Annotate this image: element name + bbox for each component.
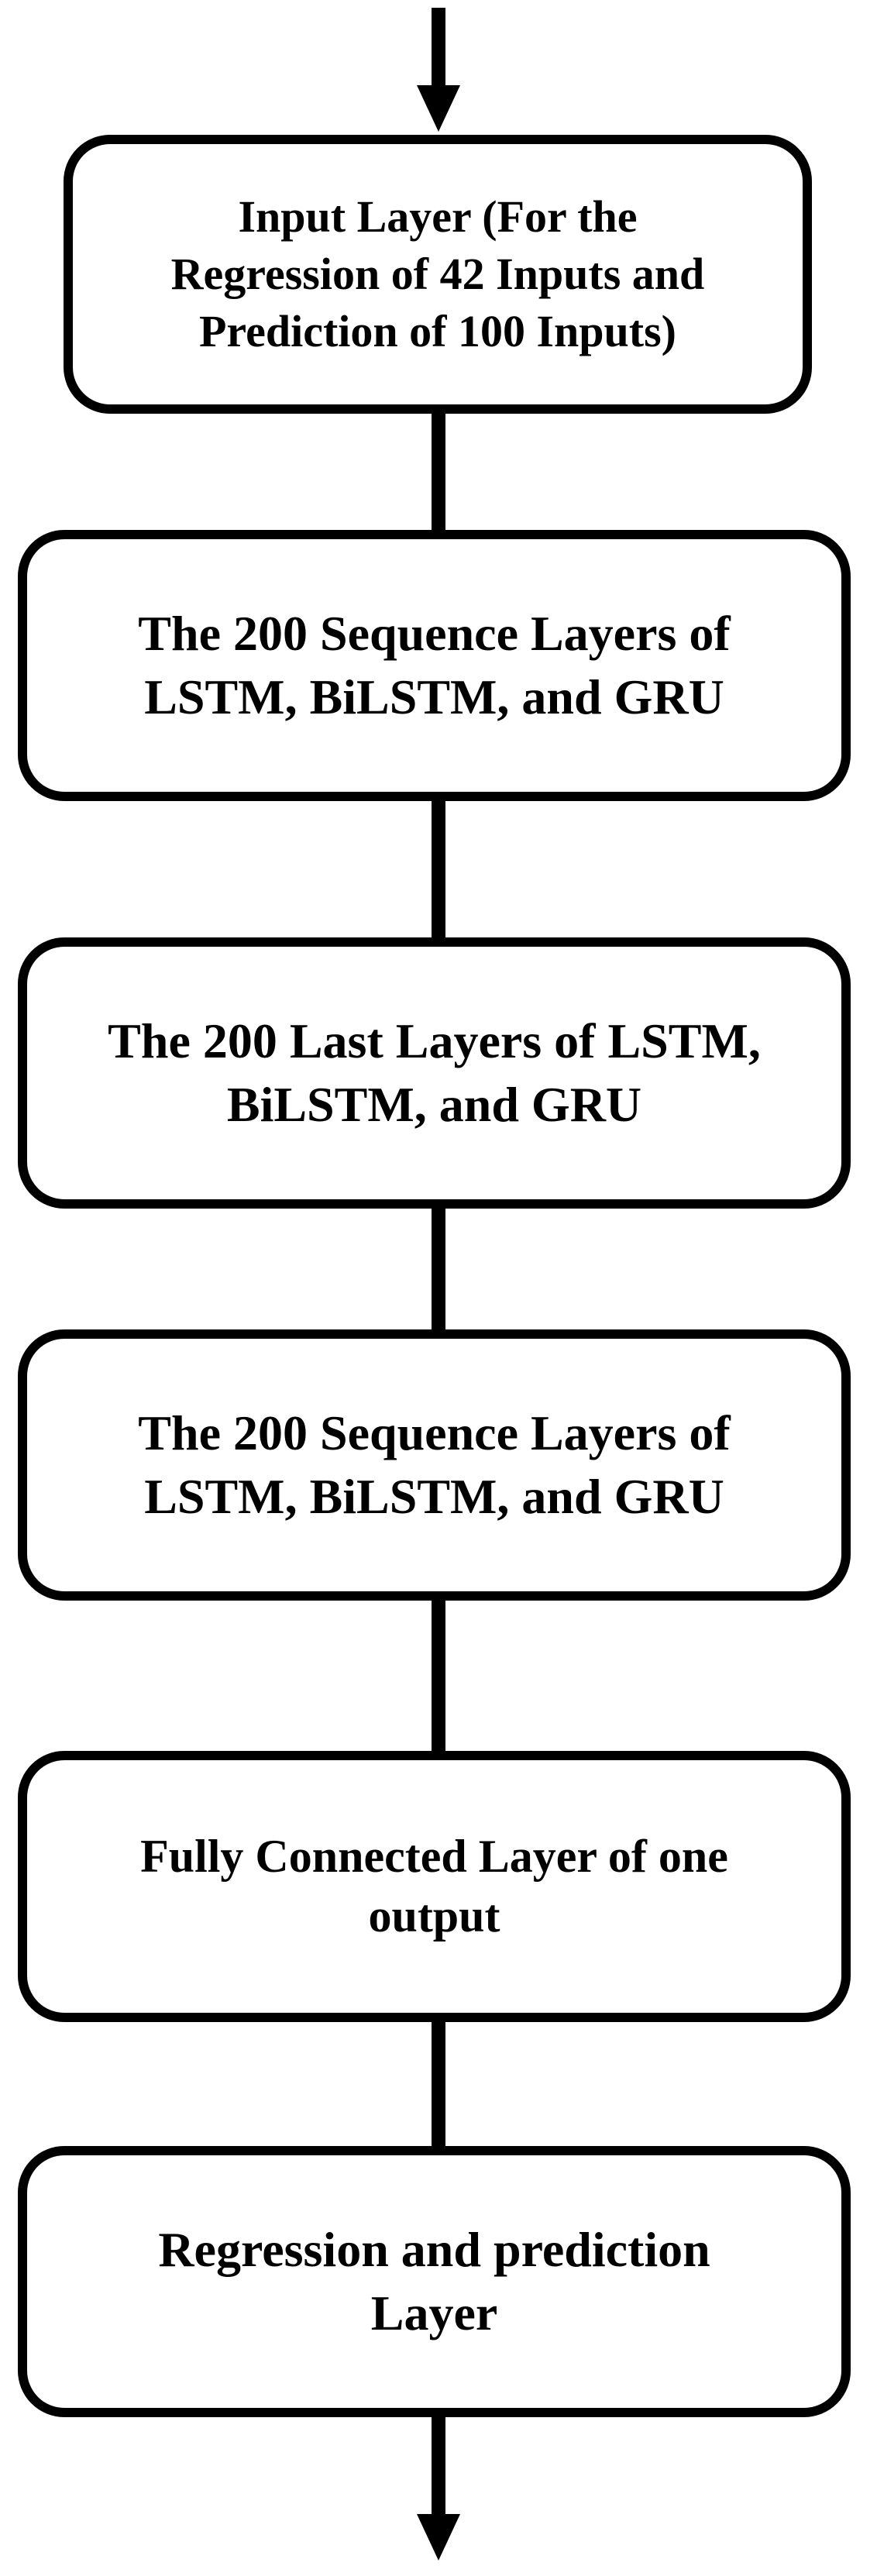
last-layers-box: The 200 Last Layers of LSTM, BiLSTM, and… — [18, 937, 851, 1209]
fully-connected-layer-label: Fully Connected Layer of one output — [140, 1831, 728, 1941]
sequence-layers-label-1: The 200 Sequence Layers of LSTM, BiLSTM,… — [138, 606, 731, 724]
sequence-layers-label-2: The 200 Sequence Layers of LSTM, BiLSTM,… — [138, 1405, 731, 1524]
exit-arrow-head — [417, 2514, 460, 2561]
regression-prediction-layer-box: Regression and prediction Layer — [18, 2146, 851, 2417]
regression-prediction-layer-label: Regression and prediction Layer — [158, 2222, 710, 2340]
input-layer-box: Input Layer (For the Regression of 42 In… — [64, 135, 812, 414]
input-layer-label: Input Layer (For the Regression of 42 In… — [170, 191, 705, 357]
entry-arrow-head — [417, 85, 460, 132]
sequence-layers-box-2: The 200 Sequence Layers of LSTM, BiLSTM,… — [18, 1329, 851, 1601]
fully-connected-layer-box: Fully Connected Layer of one output — [18, 1751, 851, 2022]
sequence-layers-box-1: The 200 Sequence Layers of LSTM, BiLSTM,… — [18, 530, 851, 801]
last-layers-label: The 200 Last Layers of LSTM, BiLSTM, and… — [108, 1013, 761, 1132]
